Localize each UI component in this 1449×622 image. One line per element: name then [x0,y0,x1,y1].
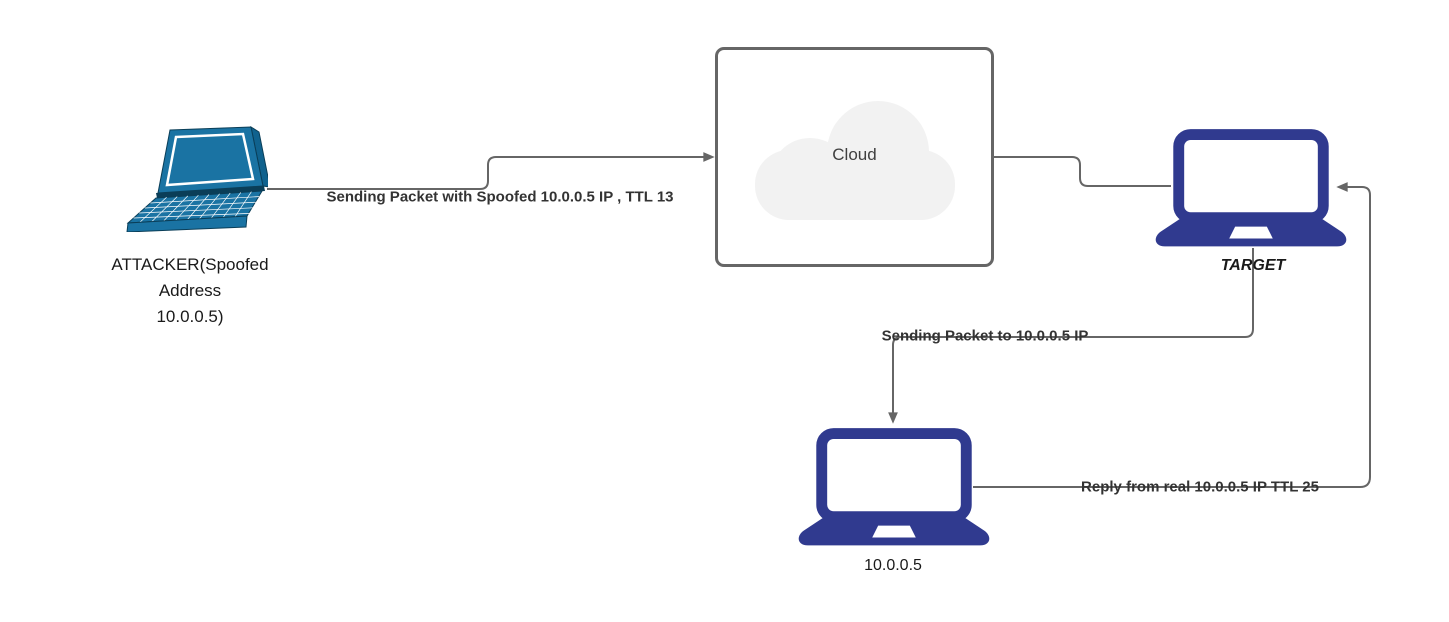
edge-target-to-real-host-line [888,248,1254,424]
target-laptop-icon [1155,129,1347,247]
attacker-label-line3: 10.0.0.5) [156,307,224,326]
edge-attacker-to-cloud-line [267,152,715,190]
edge-label-reply-from-real: Reply from real 10.0.0.5 IP TTL 25 [1081,478,1319,496]
attacker-laptop-icon [126,126,268,232]
real-host-laptop-icon [798,428,990,546]
cloud-icon [755,101,955,220]
edge-label-spoofed-packet: Sending Packet with Spoofed 10.0.0.5 IP … [326,188,674,206]
attacker-label-line2: Address [158,281,222,300]
edge-label-packet-to-real: Sending Packet to 10.0.0.5 IP [881,327,1089,345]
edge-cloud-to-target-line [994,156,1171,187]
attacker-label: ATTACKER(Spoofed Address 10.0.0.5) [111,252,268,330]
cloud-box: Cloud [715,47,994,267]
edge-real-host-to-target-line [973,182,1371,488]
target-label: TARGET [1220,257,1286,274]
attacker-label-line1: ATTACKER(Spoofed [111,255,269,274]
cloud-label: Cloud [832,145,877,164]
real-host-label: 10.0.0.5 [864,557,922,574]
